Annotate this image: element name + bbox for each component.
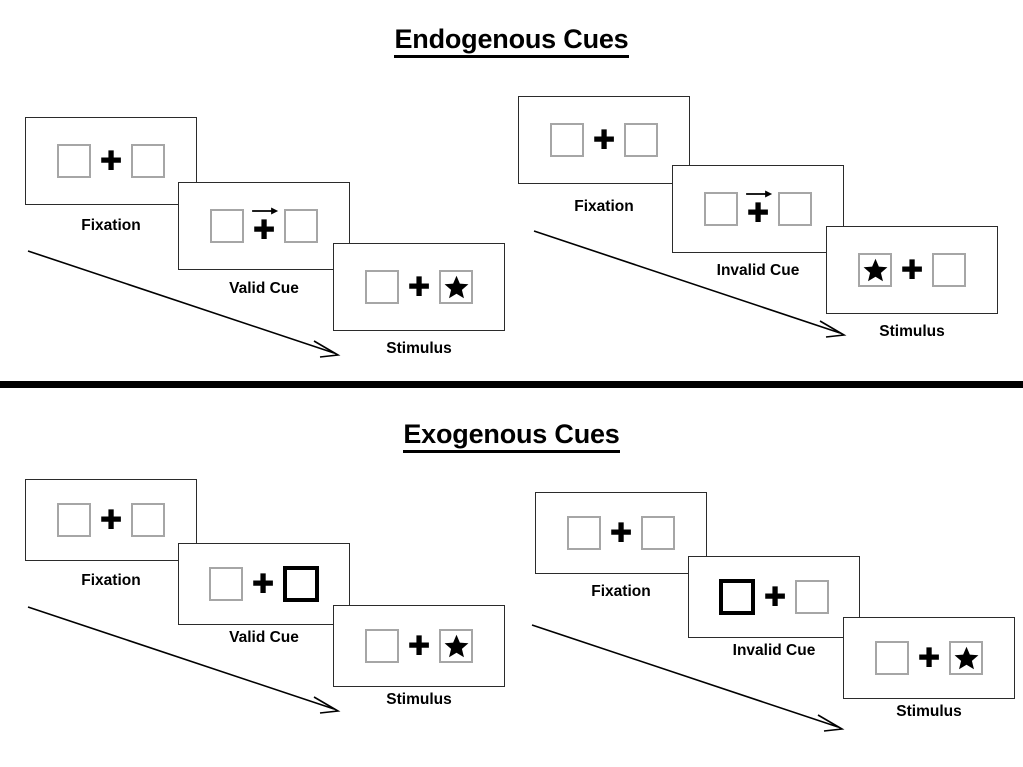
star-stimulus-icon xyxy=(863,258,887,282)
trial-frame-stimulus[interactable]: ✚ xyxy=(333,605,505,687)
trial-frame-fixation[interactable]: ✚ xyxy=(25,117,197,205)
placeholder-box-right xyxy=(641,516,675,550)
trial-frame-stimulus[interactable]: ✚ xyxy=(333,243,505,331)
fixation-cross: ✚ xyxy=(99,145,123,177)
placeholder-box-left xyxy=(57,503,91,537)
trial-frame-stimulus[interactable]: ✚ xyxy=(843,617,1015,699)
fixation-cross-with-cue: ✚ xyxy=(738,189,778,229)
fixation-cross: ✚ xyxy=(900,254,924,286)
star-stimulus-icon xyxy=(444,634,468,658)
frame-content: ✚ xyxy=(827,227,997,313)
placeholder-box-right xyxy=(778,192,812,226)
placeholder-box-left-target xyxy=(858,253,892,287)
section-divider xyxy=(0,381,1023,388)
star-stimulus-icon xyxy=(954,646,978,670)
frame-label-fixation: Fixation xyxy=(591,583,651,600)
frame-label-fixation: Fixation xyxy=(81,572,141,589)
frame-label-invalid-cue: Invalid Cue xyxy=(716,262,800,279)
fixation-cross: ✚ xyxy=(763,581,787,613)
trial-frame-stimulus[interactable]: ✚ xyxy=(826,226,998,314)
frame-content: ✚ xyxy=(334,244,504,330)
fixation-cross-with-cue: ✚ xyxy=(244,206,284,246)
placeholder-box-right xyxy=(131,144,165,178)
placeholder-box-right-target xyxy=(949,641,983,675)
trial-frame-fixation[interactable]: ✚ xyxy=(535,492,707,574)
frame-content: ✚ xyxy=(844,618,1014,698)
frame-content: ✚ xyxy=(26,118,196,204)
frame-content: ✚ xyxy=(673,166,843,252)
placeholder-box-left xyxy=(365,270,399,304)
section-title-endogenous: Endogenous Cues xyxy=(0,24,1023,58)
placeholder-box-right-cued xyxy=(283,566,319,602)
frame-label-valid-cue: Valid Cue xyxy=(229,629,299,646)
time-flow-arrow-endogenous-invalid xyxy=(533,230,847,338)
trial-frame-invalid-cue[interactable]: ✚ xyxy=(672,165,844,253)
frame-label-valid-cue: Valid Cue xyxy=(229,280,299,297)
frame-label-fixation: Fixation xyxy=(81,217,141,234)
placeholder-box-left-cued xyxy=(719,579,755,615)
placeholder-box-right xyxy=(795,580,829,614)
trial-frame-fixation[interactable]: ✚ xyxy=(25,479,197,561)
placeholder-box-left xyxy=(704,192,738,226)
frame-content: ✚ xyxy=(26,480,196,560)
frame-content: ✚ xyxy=(334,606,504,686)
frame-label-stimulus: Stimulus xyxy=(896,703,962,720)
frame-label-stimulus: Stimulus xyxy=(386,340,452,357)
trial-frame-invalid-cue[interactable]: ✚ xyxy=(688,556,860,638)
placeholder-box-left xyxy=(210,209,244,243)
placeholder-box-right xyxy=(284,209,318,243)
placeholder-box-left xyxy=(567,516,601,550)
placeholder-box-left xyxy=(550,123,584,157)
cue-arrow-right-icon xyxy=(252,207,279,215)
placeholder-box-right xyxy=(932,253,966,287)
frame-content: ✚ xyxy=(179,183,349,269)
time-flow-arrow-exogenous-valid xyxy=(27,606,341,714)
placeholder-box-left xyxy=(875,641,909,675)
placeholder-box-right-target xyxy=(439,629,473,663)
placeholder-box-left xyxy=(209,567,243,601)
frame-label-stimulus: Stimulus xyxy=(386,691,452,708)
frame-label-fixation: Fixation xyxy=(574,198,634,215)
fixation-cross: ✚ xyxy=(99,504,123,536)
fixation-cross: ✚ xyxy=(592,124,616,156)
frame-content: ✚ xyxy=(519,97,689,183)
frame-content: ✚ xyxy=(179,544,349,624)
placeholder-box-left xyxy=(57,144,91,178)
frame-content: ✚ xyxy=(536,493,706,573)
frame-content: ✚ xyxy=(689,557,859,637)
placeholder-box-right-target xyxy=(439,270,473,304)
fixation-cross: ✚ xyxy=(251,568,275,600)
time-flow-arrow-exogenous-invalid xyxy=(531,624,845,732)
placeholder-box-right xyxy=(131,503,165,537)
fixation-cross: ✚ xyxy=(407,630,431,662)
star-stimulus-icon xyxy=(444,275,468,299)
frame-label-stimulus: Stimulus xyxy=(879,323,945,340)
time-flow-arrow-endogenous-valid xyxy=(27,250,341,358)
section-exogenous: Exogenous Cues ✚ Fixation ✚ Valid Cue xyxy=(0,386,1023,767)
placeholder-box-right xyxy=(624,123,658,157)
section-title-exogenous: Exogenous Cues xyxy=(0,419,1023,453)
placeholder-box-left xyxy=(365,629,399,663)
fixation-cross: ✚ xyxy=(407,271,431,303)
trial-frame-fixation[interactable]: ✚ xyxy=(518,96,690,184)
section-endogenous: Endogenous Cues ✚ Fixation ✚ xyxy=(0,24,1023,358)
fixation-cross: ✚ xyxy=(917,642,941,674)
section-title-exogenous-text: Exogenous Cues xyxy=(403,419,620,453)
frame-label-invalid-cue: Invalid Cue xyxy=(732,642,816,659)
trial-frame-valid-cue[interactable]: ✚ xyxy=(178,543,350,625)
fixation-cross: ✚ xyxy=(609,517,633,549)
section-title-endogenous-text: Endogenous Cues xyxy=(394,24,629,58)
cue-arrow-right-icon xyxy=(746,190,773,198)
trial-frame-valid-cue[interactable]: ✚ xyxy=(178,182,350,270)
